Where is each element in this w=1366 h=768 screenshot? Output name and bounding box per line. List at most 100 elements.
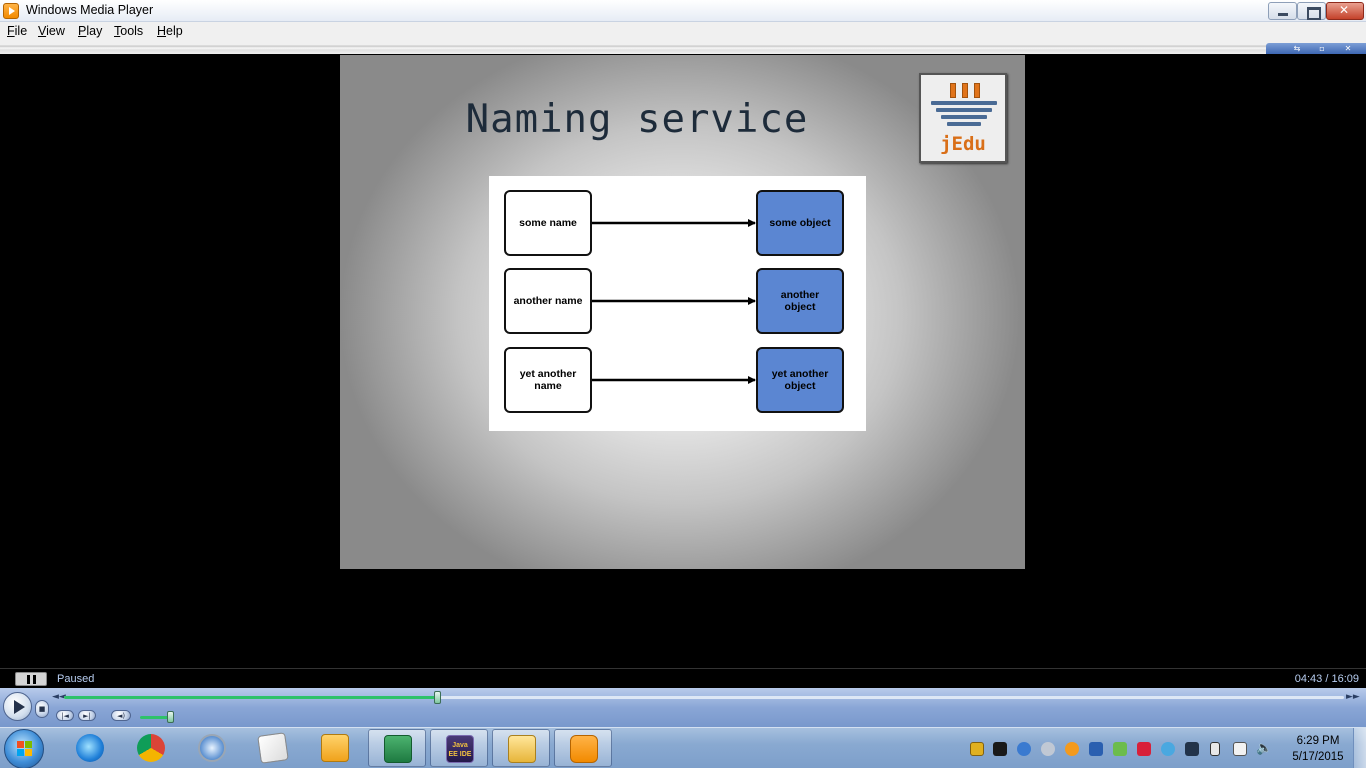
- ie-icon: [76, 734, 104, 762]
- action-center-icon[interactable]: [1233, 742, 1247, 756]
- volume-icon[interactable]: 🔈: [1256, 741, 1273, 756]
- speaker-icon: ◄): [116, 712, 126, 720]
- taskbar-outlook[interactable]: [306, 729, 364, 767]
- check-icon[interactable]: [1113, 742, 1127, 756]
- title-bar: Windows Media Player: [0, 0, 1366, 22]
- seek-thumb[interactable]: [433, 691, 441, 704]
- slide-title: Naming service: [465, 97, 809, 142]
- menu-help[interactable]: Help: [157, 24, 183, 38]
- video-frame: Naming service jEdu: [340, 55, 1025, 569]
- previous-icon: |◄: [61, 712, 69, 720]
- flag-segment: [25, 741, 32, 748]
- display-icon[interactable]: [1185, 742, 1199, 756]
- chrome-icon: [137, 734, 165, 762]
- stop-icon: ■: [38, 705, 46, 713]
- name-box: yet another name: [504, 347, 592, 413]
- object-box: some object: [756, 190, 844, 256]
- menu-file[interactable]: File: [7, 24, 28, 38]
- logo-bar: [974, 83, 980, 98]
- next-button[interactable]: ►|: [78, 710, 96, 721]
- app-tray-icon[interactable]: [993, 742, 1007, 756]
- battery-icon[interactable]: [1210, 742, 1220, 756]
- diamond-icon[interactable]: [1041, 742, 1055, 756]
- taskbar-chrome[interactable]: [122, 729, 180, 767]
- taskbar: Java EE IDE 🔈 6:29 PM 5/17/2015: [0, 727, 1366, 768]
- playback-status: Paused: [57, 673, 95, 685]
- logo-line: [947, 122, 981, 126]
- minimize-button[interactable]: [1268, 2, 1297, 20]
- flag-segment: [17, 749, 24, 756]
- close-button[interactable]: [1326, 2, 1364, 20]
- naming-diagram: some name some object another name anoth…: [489, 176, 866, 431]
- compass-icon: [198, 734, 226, 762]
- taskbar-internet-explorer[interactable]: [61, 729, 119, 767]
- stop-button[interactable]: ■: [35, 700, 49, 718]
- previous-button[interactable]: |◄: [56, 710, 74, 721]
- outlook-icon: [321, 734, 349, 762]
- name-box: another name: [504, 268, 592, 334]
- java-ee-icon: Java EE IDE: [446, 735, 474, 763]
- taskbar-safari[interactable]: [183, 729, 241, 767]
- logo-bar: [950, 83, 956, 98]
- menu-tools[interactable]: Tools: [114, 24, 144, 38]
- volume-slider[interactable]: [140, 716, 174, 719]
- taskbar-java-ee-ide[interactable]: Java EE IDE: [430, 729, 488, 767]
- compact-mode-icon[interactable]: ▫: [1319, 44, 1325, 53]
- next-icon: ►|: [83, 712, 91, 720]
- logo-bars: [950, 83, 980, 98]
- clock-date[interactable]: 5/17/2015: [1292, 751, 1344, 763]
- logo-text: jEdu: [940, 133, 986, 155]
- volume-thumb[interactable]: [167, 711, 175, 723]
- seek-bar[interactable]: [64, 696, 1344, 699]
- acrobat-icon[interactable]: [1137, 742, 1151, 756]
- menu-view[interactable]: View: [38, 24, 65, 38]
- object-box: another object: [756, 268, 844, 334]
- utility-icon[interactable]: [1089, 742, 1103, 756]
- logo-line: [941, 115, 987, 119]
- object-box: yet another object: [756, 347, 844, 413]
- taskbar-excel[interactable]: [368, 729, 426, 767]
- window-title: Windows Media Player: [26, 3, 154, 17]
- video-area[interactable]: Naming service jEdu: [0, 54, 1366, 668]
- logo-line: [931, 101, 997, 105]
- windows-logo-icon: [17, 741, 33, 757]
- name-box: some name: [504, 190, 592, 256]
- pin-icon[interactable]: ✕: [1344, 44, 1352, 53]
- flag-segment: [17, 741, 24, 748]
- clock-time[interactable]: 6:29 PM: [1296, 735, 1340, 747]
- logo-line: [936, 108, 992, 112]
- excel-icon: [384, 735, 412, 763]
- jedu-logo: jEdu: [919, 73, 1007, 163]
- seek-progress: [64, 696, 438, 699]
- taskbar-notepad[interactable]: [244, 729, 302, 767]
- taskbar-windows-media-player[interactable]: [554, 729, 612, 767]
- show-desktop-button[interactable]: [1353, 728, 1366, 768]
- fast-forward-icon[interactable]: ►►: [1346, 692, 1360, 702]
- menu-bar: File View Play Tools Help: [0, 22, 1366, 42]
- mute-button[interactable]: ◄): [111, 710, 131, 721]
- media-player-icon: [570, 735, 598, 763]
- diagram-arrows: [592, 219, 756, 384]
- sync-icon[interactable]: [1161, 742, 1175, 756]
- media-player-icon: [3, 3, 19, 19]
- network-globe-icon[interactable]: [1017, 742, 1031, 756]
- start-button[interactable]: [4, 729, 44, 768]
- rewind-icon[interactable]: ◄◄: [52, 692, 66, 702]
- switch-to-library-icon[interactable]: ⇆: [1293, 44, 1301, 53]
- flag-segment: [25, 749, 32, 756]
- menu-play[interactable]: Play: [78, 24, 103, 38]
- playback-time: 04:43 / 16:09: [1294, 673, 1359, 685]
- pause-indicator-icon: [15, 672, 47, 686]
- notepad-icon: [257, 732, 289, 764]
- taskbar-file-explorer[interactable]: [492, 729, 550, 767]
- play-button[interactable]: [3, 692, 32, 721]
- shield-icon[interactable]: [970, 742, 984, 756]
- maximize-button[interactable]: [1297, 2, 1326, 20]
- layout-switcher: ⇆ ▫ ✕: [1266, 43, 1366, 54]
- logo-bar: [962, 83, 968, 98]
- menu-separator: [0, 42, 1366, 54]
- folder-icon: [508, 735, 536, 763]
- update-icon[interactable]: [1065, 742, 1079, 756]
- transport-controls: ◄◄ ►► ■ |◄ ►| ◄): [0, 688, 1366, 727]
